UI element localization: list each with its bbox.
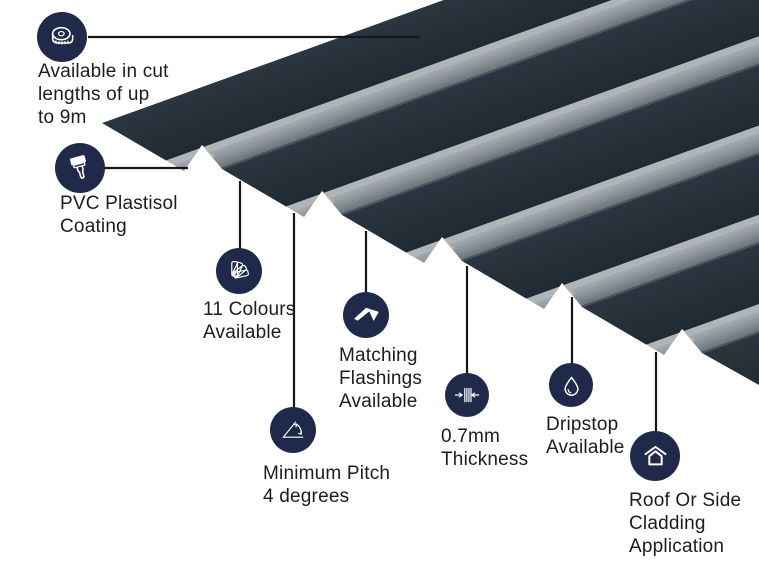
paintbrush-icon: [69, 155, 86, 179]
callout-lines: [88, 35, 658, 432]
thickness-gauge-icon: [454, 387, 480, 403]
feature-label-flashings: Matching Flashings Available: [339, 345, 423, 412]
feature-icon-circle: [445, 373, 489, 417]
feature-label-thickness: 0.7mm Thickness: [441, 426, 529, 470]
tape-measure-icon: [51, 26, 74, 45]
feature-icon-circle: [55, 143, 105, 193]
feature-icon-circle: [270, 407, 316, 453]
feature-icon-circle: [549, 363, 593, 407]
house-icon: [644, 445, 666, 465]
feature-icon-circle: [343, 292, 389, 338]
feature-label-application: Roof Or Side Cladding Application: [629, 490, 742, 557]
feature-icon-circle: [216, 248, 262, 294]
feature-icon-circle: [630, 431, 680, 481]
pitch-angle-icon: [282, 421, 304, 438]
feature-label-colours: 11 Colours Available: [203, 299, 296, 343]
feature-label-cut-lengths: Available in cut lengths of up to 9m: [38, 61, 169, 128]
feature-label-dripstop: Dripstop Available: [546, 414, 625, 458]
feature-label-coating: PVC Plastisol Coating: [60, 193, 178, 237]
flashing-sheet-icon: [353, 307, 379, 321]
water-droplet-icon: [563, 376, 579, 396]
feature-label-pitch: Minimum Pitch 4 degrees: [263, 463, 391, 507]
colour-swatch-fan-icon: [231, 261, 249, 279]
feature-icon-circle: [37, 12, 87, 62]
